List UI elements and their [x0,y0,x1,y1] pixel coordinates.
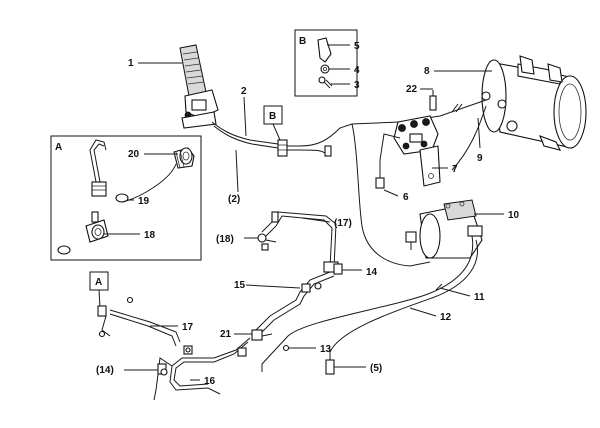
callout-11-12-group: 11 12 [409,287,485,323]
callout-12: 12 [440,312,452,323]
callout-16: 16 [204,376,216,387]
callout-4: 4 [354,65,360,76]
brake-chamber [405,199,483,259]
callouts-lower-left: 17 (14) 16 [96,322,216,387]
tube-16-17-lower [101,309,251,401]
detail-box-b: B [294,29,358,97]
callout-10-group: 10 [474,210,520,221]
detail-a-letter: A [55,142,62,153]
air-tank [481,55,587,151]
callout-17: 17 [182,322,194,333]
callout-22: 22 [406,84,418,95]
callout-2-group: 2 (2) [228,86,247,205]
pipe-to-chamber [351,123,431,267]
callout-1-group: 1 [128,58,182,69]
detail-a-tag-letter: A [95,277,102,288]
callout-20: 20 [128,149,140,160]
callout-14: 14 [366,267,378,278]
callout-2-paren: (2) [228,194,240,205]
callout-18: 18 [144,230,156,241]
callout-5: 5 [354,41,360,52]
detail-tag-b: B [263,105,288,157]
callout-13: 13 [320,344,332,355]
brake-pedal-assembly [179,44,219,129]
fitting-21: 21 [220,329,273,341]
callout-14-paren: (14) [96,365,114,376]
detail-tag-a: A [89,271,134,338]
fitting-14: 14 [333,263,378,278]
callout-8: 8 [424,66,430,77]
tube-17-center [261,211,339,273]
callout-9-group: 9 [477,117,483,164]
callout-18-paren: (18) [216,234,234,245]
callout-17-paren: (17) [334,218,352,229]
detail-box-a: A [50,135,202,261]
brake-valve [375,115,441,189]
callout-15-group: 15 [234,280,301,291]
callout-10: 10 [508,210,520,221]
callouts-detail-a: 20 19 18 [104,149,178,241]
callout-11: 11 [474,292,485,303]
callout-6: 6 [403,192,409,203]
callout-21: 21 [220,329,232,340]
callouts-detail-b: 5 4 3 [327,41,360,91]
bolt-18: (18) [216,233,277,251]
detail-b-letter: B [299,36,306,47]
callout-9: 9 [477,153,483,164]
tube-12 [261,235,478,372]
callout-7-6-group: 7 6 [383,164,458,203]
callout-17-paren-group: (17) [301,217,352,229]
bolt-13: 13 [282,344,332,355]
callout-3: 3 [354,80,360,91]
clip-5-lower: (5) [325,359,382,375]
callout-8-group: 8 [424,66,492,77]
callout-2: 2 [241,86,247,97]
callout-7: 7 [452,164,458,175]
detail-b-tag-letter: B [269,111,276,122]
tube-15 [255,271,335,335]
callout-15: 15 [234,280,246,291]
callout-1: 1 [128,58,134,69]
callout-5-paren: (5) [370,363,382,374]
tube-2 [211,121,401,157]
callout-19: 19 [138,196,150,207]
fitting-22: 22 [406,84,437,111]
